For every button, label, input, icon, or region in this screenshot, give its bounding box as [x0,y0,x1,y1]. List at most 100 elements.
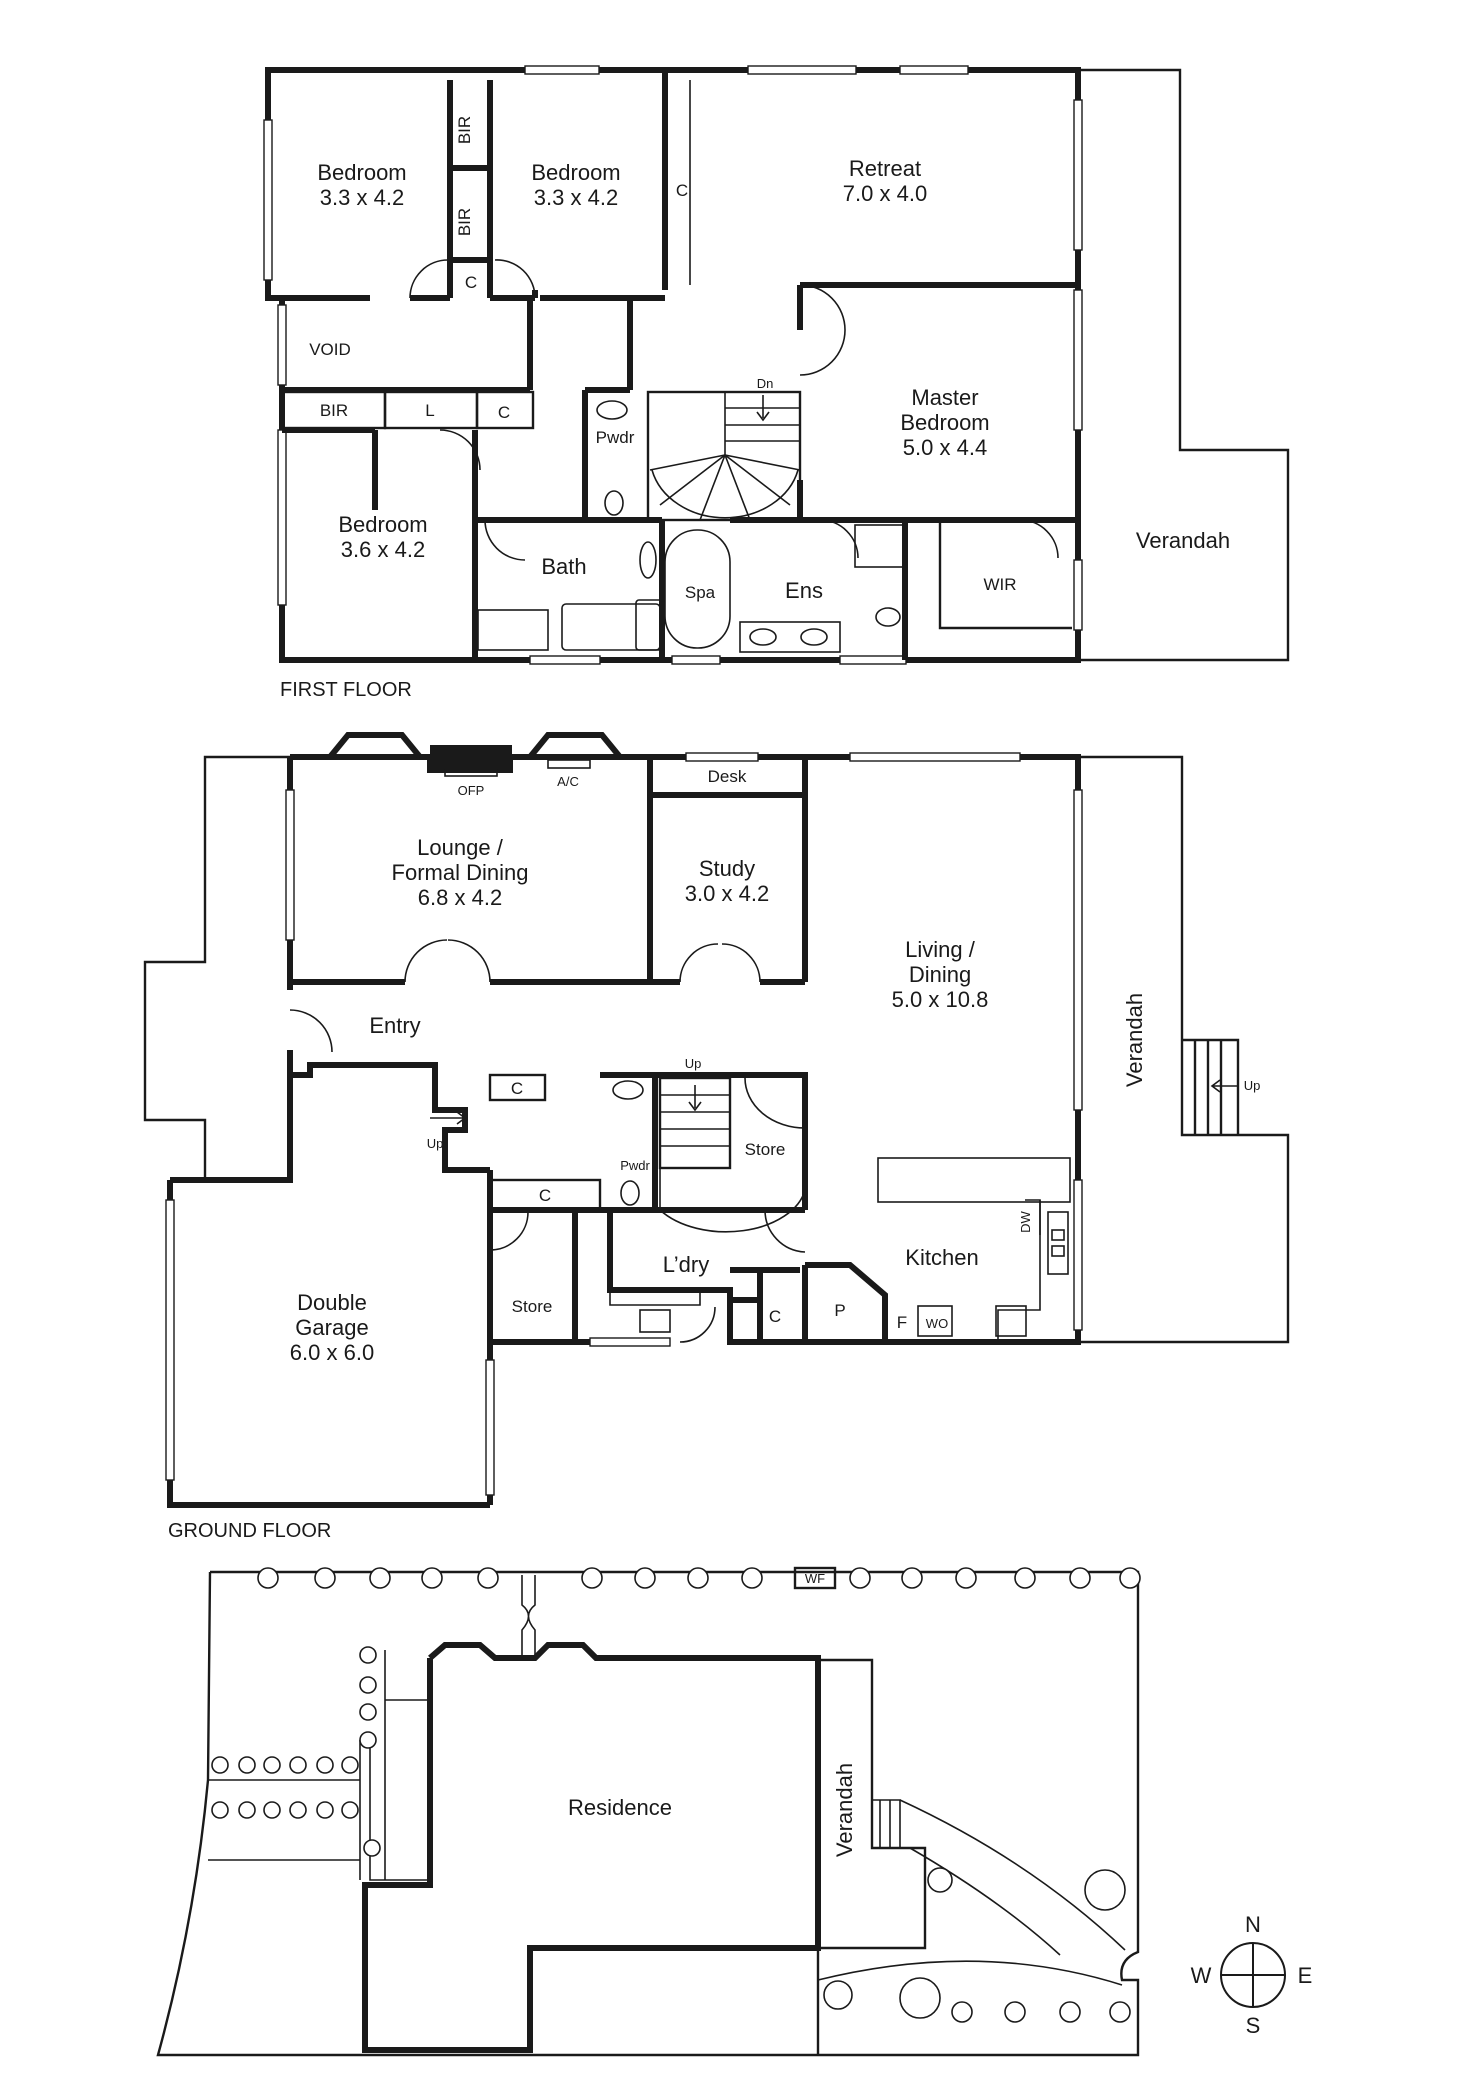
laundry-bench [609,1210,701,1306]
wall-oven-label: WO [926,1316,948,1331]
site-plan: WF Residence Verandah [156,1566,1141,2057]
garage-label-2: Garage [295,1315,368,1340]
garden-path [817,1799,1126,1986]
first-floor-wir-walls [938,520,1072,630]
c-label-2: C [676,181,688,200]
compass-n: N [1245,1912,1261,1937]
c-label-3: C [769,1307,781,1326]
door-swing [439,429,481,471]
window [1073,559,1083,631]
wood-fire-box [793,1566,837,1590]
bedroom-1-size: 3.3 x 4.2 [320,185,404,210]
compass-s: S [1246,2013,1261,2038]
bath-label: Bath [541,554,586,579]
void-label: VOID [309,340,351,359]
window [1073,1179,1083,1331]
ground-floor-title: GROUND FLOOR [168,1520,331,1542]
bedroom-3-label: Bedroom [338,512,427,537]
retreat-label: Retreat [849,156,921,181]
ground-floor-verandah-outline [1078,755,1290,1344]
retreat-size: 7.0 x 4.0 [843,181,927,206]
site-verandah-steps [872,1799,901,1848]
cooktop [995,1305,1027,1337]
wf-label: WF [805,1571,825,1586]
west-porch-outline [143,755,290,1180]
ground-floor-stair [658,1076,806,1233]
first-floor-stair [646,390,802,522]
pwdr-toilet [620,1180,640,1206]
bathtub [561,603,661,651]
open-fireplace [430,745,512,770]
residence-footprint [362,1642,821,2053]
entry-label: Entry [369,1013,420,1038]
ground-floor-outer-walls [167,754,1081,1508]
store-label-2: Store [512,1297,553,1316]
door-swing [1019,519,1059,559]
ground-floor-interior-walls [290,757,808,985]
garage-door [485,1359,495,1496]
c-label-2: C [539,1186,551,1205]
site-boundary [156,1570,1140,2057]
stair-up-label: Up [685,1056,702,1071]
window [899,65,969,75]
ofp-label: OFP [458,783,485,798]
kitchen-label: Kitchen [905,1245,978,1270]
ground-floor-service-walls [490,1072,888,1342]
verandah-steps [1182,1038,1240,1135]
door-swing [409,259,449,299]
lounge-label-2: Formal Dining [392,860,529,885]
first-floor-bath-walls [472,300,1078,660]
cupboard-c2 [488,1178,602,1212]
compass-w: W [1191,1963,1212,1988]
lounge-label-1: Lounge / [417,835,504,860]
window [671,655,721,665]
study-size: 3.0 x 4.2 [685,881,769,906]
master-label-2: Bedroom [900,410,989,435]
bath-basin [639,541,657,579]
window [849,752,1021,762]
kitchen-door [764,1209,806,1253]
tree-row-top [257,1567,1141,1589]
door-swing [494,259,536,299]
compass: N S E W [1191,1912,1313,2038]
first-floor-outer-walls [265,67,1081,663]
living-size: 5.0 x 10.8 [892,987,989,1012]
window [1073,289,1083,431]
kitchen-sink [1047,1211,1069,1275]
c-label-3: C [498,403,510,422]
spa-label: Spa [685,583,716,602]
window [263,119,273,281]
lounge-size: 6.8 x 4.2 [418,885,502,910]
up-arrow [430,1111,467,1125]
window [839,655,907,665]
garage-up-label: Up [427,1136,444,1151]
door-swing [484,519,526,561]
ens-label: Ens [785,578,823,603]
window [277,429,287,606]
driveway [208,1700,386,1880]
window [1073,789,1083,1111]
window [529,655,601,665]
cupboard-c1 [488,1073,547,1102]
entry-door [289,1009,333,1053]
bedroom-1-label: Bedroom [317,160,406,185]
sink-bowl [1051,1229,1065,1241]
ground-floor-verandah-label: Verandah [1122,993,1147,1087]
fireplace-hearth [444,769,498,777]
master-size: 5.0 x 4.4 [903,435,987,460]
ens-shower [854,524,908,568]
verandah-up-label: Up [1244,1078,1261,1093]
wir-label: WIR [983,575,1016,594]
garage-window [165,1199,175,1481]
ens-vanity [739,621,841,653]
verandah-up-arrow [1210,1079,1238,1093]
bir-label-1: BIR [455,116,474,144]
ens-toilet [875,607,901,627]
spa [664,529,731,649]
kitchen-island [877,1157,1071,1203]
first-floor-plan: Bedroom 3.3 x 4.2 Bedroom 3.3 x 4.2 Retr… [263,65,1290,701]
garage-label-1: Double [297,1290,367,1315]
bay-window-left [327,732,423,759]
study-double-door [679,943,761,983]
laundry-tub [639,1309,671,1333]
